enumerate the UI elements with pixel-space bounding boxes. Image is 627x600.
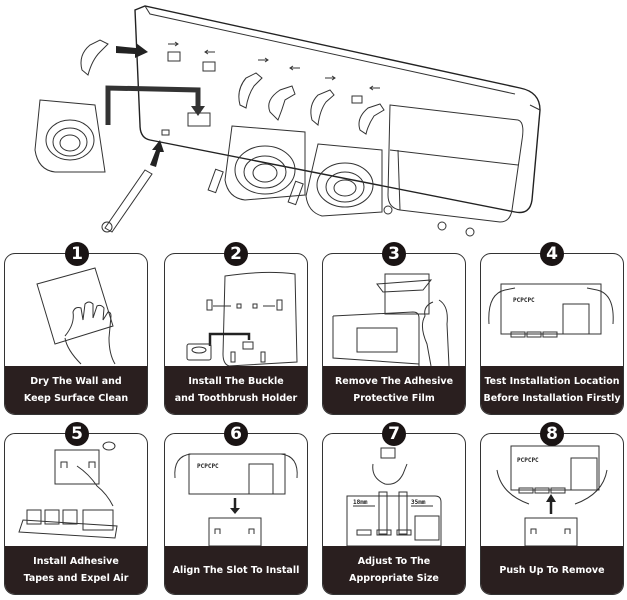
step-number-badge: 4	[540, 242, 564, 266]
arrow-up-icon	[150, 140, 164, 167]
caption-line-2: Before Installation Firstly	[483, 393, 621, 404]
dimension-right: 35mm	[411, 499, 426, 506]
dimension-left: 18mm	[353, 499, 368, 506]
svg-text:PCPCPC: PCPCPC	[197, 463, 219, 470]
direction-arrows	[168, 41, 380, 91]
caption-line-1: Install The Buckle	[188, 376, 284, 387]
caption-line-1: Remove The Adhesive	[334, 376, 454, 387]
step-number-badge: 6	[224, 422, 248, 446]
step-number-badge: 3	[382, 242, 406, 266]
slot-icon	[167, 51, 181, 62]
step-card-6: PCPCPC Align The Slot To Install	[164, 433, 308, 595]
step-caption: Push Up To Remove	[481, 546, 623, 594]
slot-icon	[161, 129, 170, 136]
peg-icon	[101, 168, 475, 237]
caption-line-1: Test Installation Location	[484, 376, 620, 387]
step-card-3: Remove The Adhesive Protective Film	[322, 253, 466, 415]
caption-line-2: and Toothbrush Holder	[174, 393, 298, 404]
install-buckle-illustration	[186, 271, 298, 366]
svg-text:PCPCPC: PCPCPC	[517, 457, 539, 464]
push-up-illustration: PCPCPC	[496, 445, 608, 546]
caption-line-1: Align The Slot To Install	[172, 564, 300, 576]
arrow-right-icon	[116, 43, 148, 58]
caption-line-2: Protective Film	[353, 393, 435, 404]
step-card-1: Dry The Wall and Keep Surface Clean	[4, 253, 148, 415]
caption-line-1: Push Up To Remove	[499, 564, 605, 576]
step-card-2: Install The Buckle and Toothbrush Holder	[164, 253, 308, 415]
adhesive-tape-illustration	[18, 441, 118, 539]
step-number-badge: 7	[382, 422, 406, 446]
caption-line-1: Install Adhesive	[33, 556, 119, 567]
caption-line-2: Appropriate Size	[349, 573, 439, 584]
toothbrush-holder-icon	[186, 343, 212, 361]
step-number-badge: 5	[65, 422, 89, 446]
slot-icon	[187, 112, 211, 127]
caption-line-2: Tapes and Expel Air	[23, 573, 129, 584]
toothbrush-cup	[34, 99, 106, 173]
adjust-size-illustration: 18mm 35mm	[346, 447, 442, 546]
align-slot-illustration: PCPCPC	[174, 453, 298, 546]
bent-arrow-icon	[105, 85, 201, 125]
caption-line-1: Dry The Wall and	[30, 376, 122, 387]
step-card-4: PCPCPC Test Installation Location Before…	[480, 253, 624, 415]
buckle-icon	[206, 299, 283, 311]
test-location-illustration: PCPCPC	[488, 283, 614, 338]
storage-box	[387, 104, 524, 223]
toothbrush-cup	[305, 143, 383, 217]
step-card-5: Install Adhesive Tapes and Expel Air	[4, 433, 148, 595]
step-caption: Test Installation Location Before Instal…	[481, 366, 623, 414]
step-card-7: 18mm 35mm Adjust To The Appropriate Size	[322, 433, 466, 595]
exploded-assembly-illustration	[34, 5, 541, 237]
caption-line-2: Keep Surface Clean	[23, 393, 129, 404]
remove-film-illustration	[332, 273, 450, 366]
step-caption: Adjust To The Appropriate Size	[323, 546, 465, 594]
svg-text:PCPCPC: PCPCPC	[513, 297, 535, 304]
backplate	[134, 5, 541, 214]
step-number-badge: 1	[65, 242, 89, 266]
toothbrush-cup	[224, 125, 306, 201]
step-number-badge: 8	[540, 422, 564, 446]
step-caption: Install Adhesive Tapes and Expel Air	[5, 546, 147, 594]
step-number-badge: 2	[224, 242, 248, 266]
slot-icon	[202, 61, 216, 72]
step-card-8: PCPCPC Push Up To Remove	[480, 433, 624, 595]
step-caption: Remove The Adhesive Protective Film	[323, 366, 465, 414]
step-caption: Dry The Wall and Keep Surface Clean	[5, 366, 147, 414]
step-caption: Install The Buckle and Toothbrush Holder	[165, 366, 307, 414]
buckle-icon	[80, 39, 385, 135]
caption-line-1: Adjust To The	[357, 556, 431, 567]
step-caption: Align The Slot To Install	[165, 546, 307, 594]
dry-wall-illustration	[36, 267, 116, 365]
